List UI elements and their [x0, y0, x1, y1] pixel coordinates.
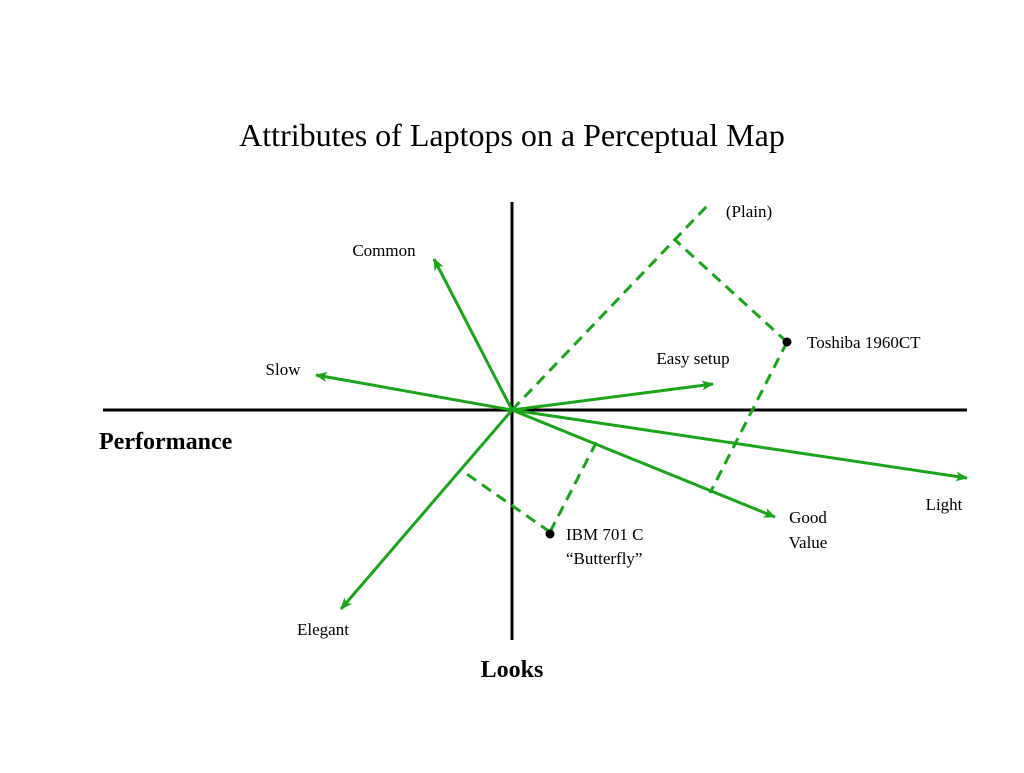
- slow-label: Slow: [266, 360, 302, 379]
- ibm-point: [545, 529, 555, 539]
- toshiba-projection-plain: [672, 237, 789, 344]
- ibm-label-line2: “Butterfly”: [566, 549, 642, 568]
- common-vector: [432, 258, 514, 411]
- elegant-vector: [339, 409, 514, 610]
- easy-setup-label: Easy setup: [656, 349, 729, 368]
- attribute-vectors: [315, 258, 968, 610]
- good-value-vector: [511, 408, 776, 519]
- elegant-label: Elegant: [297, 620, 349, 639]
- slide-title: Attributes of Laptops on a Perceptual Ma…: [239, 117, 785, 153]
- toshiba-projection-good-value: [708, 341, 789, 494]
- light-label: Light: [926, 495, 963, 514]
- common-label: Common: [352, 241, 416, 260]
- easy-setup-vector: [511, 380, 714, 412]
- good-value-label-line2: Value: [789, 533, 828, 552]
- performance-axis-label: Performance: [99, 429, 233, 455]
- ibm-label-line1: IBM 701 C: [566, 525, 643, 544]
- plain-dashed-vector: [510, 204, 709, 412]
- slow-vector: [315, 372, 513, 412]
- ibm-projection-elegant: [460, 468, 551, 534]
- light-vector: [511, 408, 968, 482]
- ibm-projection-good-value: [548, 440, 599, 533]
- plain-label: (Plain): [726, 202, 772, 221]
- toshiba-label: Toshiba 1960CT: [807, 333, 921, 352]
- good-value-label-line1: Good: [789, 508, 827, 527]
- toshiba-point: [782, 337, 792, 347]
- looks-axis-label: Looks: [481, 657, 544, 683]
- projection-lines: [460, 204, 789, 534]
